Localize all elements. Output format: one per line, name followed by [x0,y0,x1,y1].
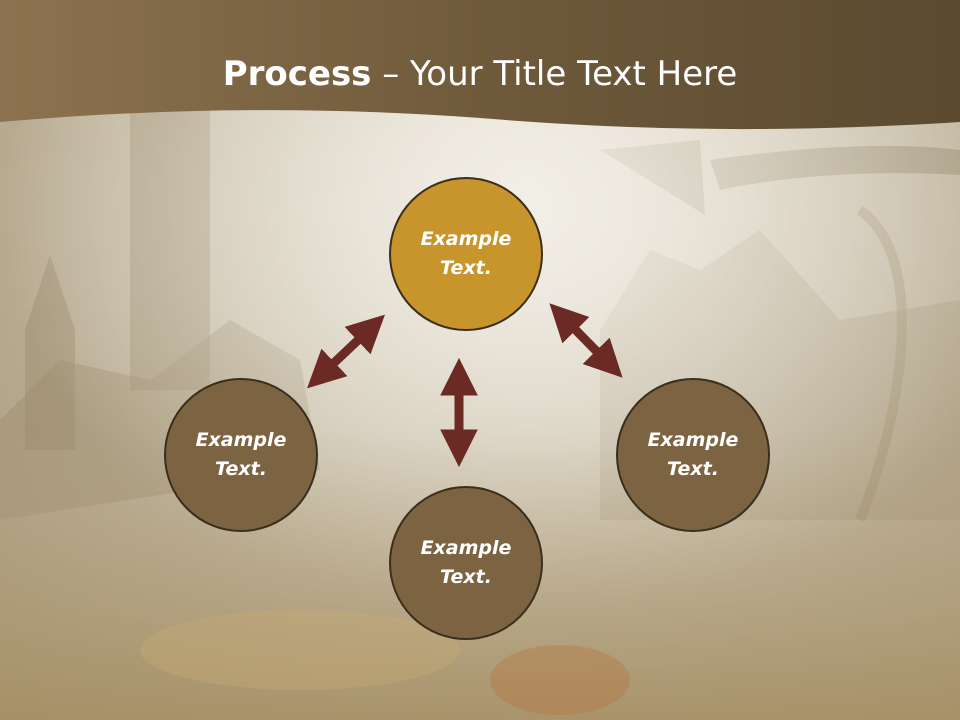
title-banner [0,0,960,130]
slide-title: Process – Your Title Text Here [0,52,960,96]
node-top: Example Text. [389,177,543,331]
arrow-left-top [307,314,385,389]
arrow-right-top [549,303,623,378]
node-left-label: Example Text. [195,429,287,480]
title-bold: Process [222,54,372,94]
title-rest: – Your Title Text Here [371,54,738,94]
node-top-label: Example Text. [420,228,512,279]
node-right-label: Example Text. [647,429,739,480]
node-left: Example Text. [164,378,318,532]
node-bottom-label: Example Text. [420,537,512,588]
node-bottom: Example Text. [389,486,543,640]
node-right: Example Text. [616,378,770,532]
